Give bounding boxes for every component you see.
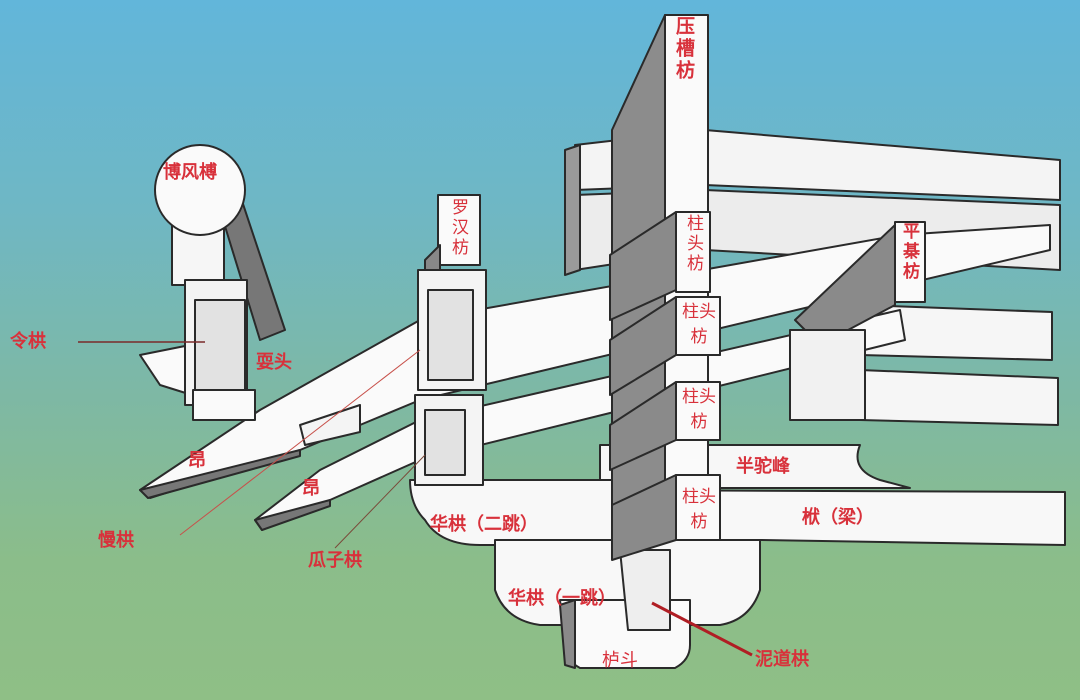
label-luohanfang: 罗汉枋 <box>448 198 468 258</box>
label-zhutoufang-3: 柱头枋 <box>682 387 716 432</box>
label-shuatou: 耍头 <box>256 352 292 373</box>
label-ang-1: 昂 <box>188 450 206 471</box>
zhutoufang-stubs <box>609 211 721 561</box>
label-nidaogong: 泥道栱 <box>755 649 809 670</box>
label-zhutoufang-1: 柱头枋 <box>683 214 703 274</box>
label-fu-liang: 栿（梁） <box>802 507 874 528</box>
nidaogong-leader <box>651 601 753 657</box>
label-linggong: 令栱 <box>10 331 46 352</box>
bofengtuan-member <box>154 144 286 421</box>
label-huagong-2: 华栱（二跳） <box>430 514 538 535</box>
label-guazigong: 瓜子栱 <box>308 550 362 571</box>
label-mangong: 慢栱 <box>98 530 134 551</box>
label-ludou: 栌斗 <box>602 650 638 671</box>
leader-lines <box>78 341 753 657</box>
label-huagong-1: 华栱（一跳） <box>508 588 616 609</box>
label-bofengtuan: 博风榑 <box>163 162 217 183</box>
label-ang-2: 昂 <box>302 478 320 499</box>
label-yacaofang: 压槽枋 <box>673 16 695 82</box>
label-zhutoufang-4: 柱头枋 <box>682 487 716 532</box>
luohanfang-member <box>414 194 487 486</box>
guazigong-leader <box>334 454 426 549</box>
mangong-leader <box>179 349 421 536</box>
label-zhutoufang-2: 柱头枋 <box>682 302 716 347</box>
label-bantuofeng: 半驼峰 <box>736 456 790 477</box>
nidaogong-block <box>619 549 671 631</box>
pingqifang-block <box>789 221 926 421</box>
label-pingqifang: 平棊枋 <box>899 222 919 282</box>
rear-beams <box>564 129 1061 426</box>
